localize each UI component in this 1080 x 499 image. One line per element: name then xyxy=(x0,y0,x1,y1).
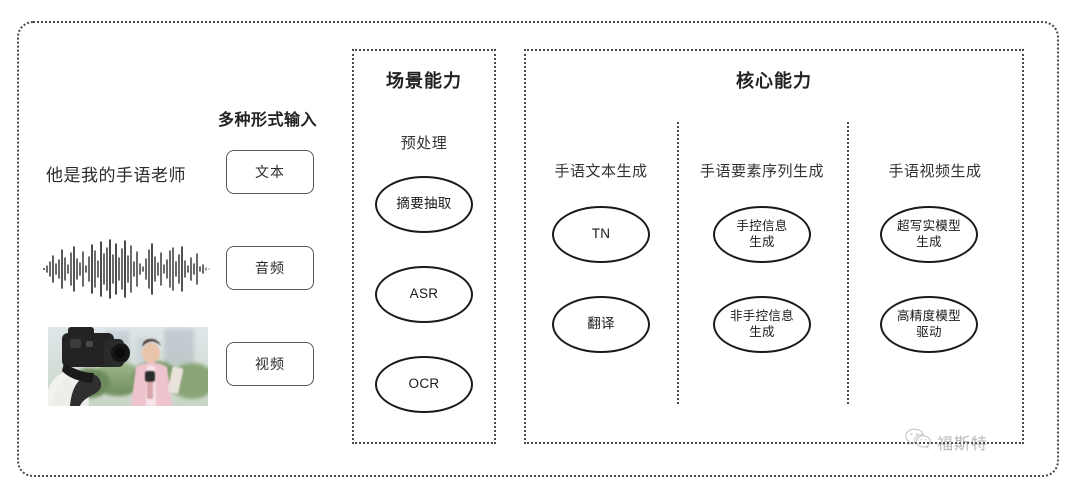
core-node-high-precision-model-driving[interactable]: 高精度模型驱动 xyxy=(880,296,978,353)
modality-button-video[interactable]: 视频 xyxy=(226,342,314,386)
scene-node-summary-extraction[interactable]: 摘要抽取 xyxy=(375,176,473,233)
core-node-hyperrealistic-model-generation[interactable]: 超写实模型生成 xyxy=(880,206,978,263)
wechat-icon xyxy=(905,428,931,455)
modality-button-audio[interactable]: 音频 xyxy=(226,246,314,290)
scene-capability-title: 场景能力 xyxy=(386,71,462,91)
scene-column-heading-preprocess: 预处理 xyxy=(400,135,448,152)
core-node-non-manual-signal-generation[interactable]: 非手控信息生成 xyxy=(713,296,811,353)
core-capability-title: 核心能力 xyxy=(736,71,812,91)
scene-node-ocr[interactable]: OCR xyxy=(375,356,473,413)
core-column-divider-1 xyxy=(677,122,679,404)
core-column-divider-2 xyxy=(847,122,849,404)
core-node-manual-signal-generation[interactable]: 手控信息生成 xyxy=(713,206,811,263)
outer-frame xyxy=(17,21,1059,477)
scene-capability-box: 场景能力 xyxy=(352,49,496,444)
watermark-text: 福斯特 xyxy=(937,433,989,453)
waveform-icon xyxy=(42,238,212,300)
modality-button-text[interactable]: 文本 xyxy=(226,150,314,194)
core-column-heading-element-sequence-generation: 手语要素序列生成 xyxy=(699,163,824,180)
sample-input-text: 他是我的手语老师 xyxy=(46,166,186,185)
video-thumbnail-icon xyxy=(48,327,208,406)
watermark: 福斯特 xyxy=(905,428,988,455)
input-section-heading: 多种形式输入 xyxy=(218,112,318,129)
core-column-heading-sign-text-generation: 手语文本生成 xyxy=(554,163,648,180)
core-column-heading-sign-video-generation: 手语视频生成 xyxy=(888,163,982,180)
core-node-translation[interactable]: 翻译 xyxy=(552,296,650,353)
core-node-tn[interactable]: TN xyxy=(552,206,650,263)
core-capability-box: 核心能力 xyxy=(524,49,1024,444)
scene-node-asr[interactable]: ASR xyxy=(375,266,473,323)
